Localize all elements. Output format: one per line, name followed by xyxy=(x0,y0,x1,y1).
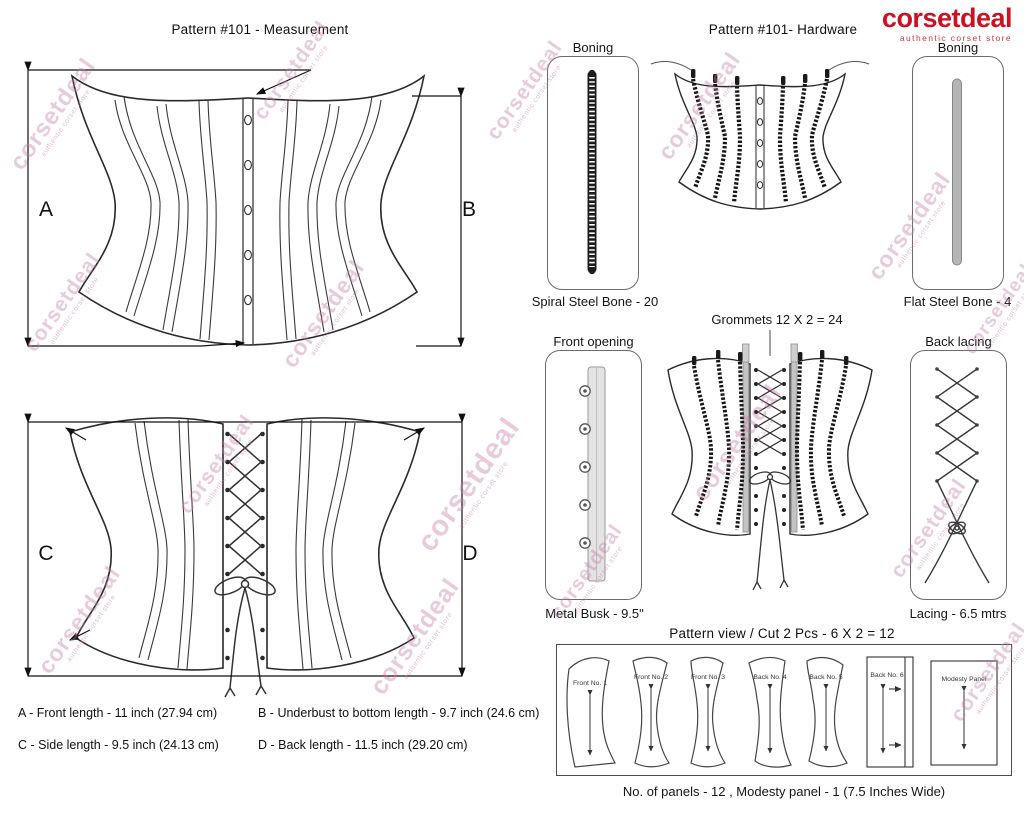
measurement-lines-ab xyxy=(24,61,465,348)
pattern-view-footer: No. of panels - 12 , Modesty panel - 1 (… xyxy=(622,784,946,799)
spiral-bone-caption: Spiral Steel Bone - 20 xyxy=(531,294,659,309)
hardware-title: Pattern #101- Hardware xyxy=(708,22,858,37)
back-lacing-label: Back lacing xyxy=(925,334,992,349)
piece-label: Modesty Panel xyxy=(942,676,987,683)
pattern-view-title: Pattern view / Cut 2 Pcs - 6 X 2 = 12 xyxy=(669,626,895,641)
back-lacing-box xyxy=(910,350,1007,600)
hw-flat-bones xyxy=(742,343,798,533)
busk-caption: Metal Busk - 9.5" xyxy=(545,606,644,621)
pattern-piece-back-5 xyxy=(806,656,848,768)
metal-busk-drawing xyxy=(579,366,606,582)
back-grommets xyxy=(225,431,265,661)
flat-bone-box xyxy=(912,56,1004,290)
boning-left-label: Boning xyxy=(572,40,614,55)
back-corset-outline xyxy=(69,417,421,671)
measure-label-a: A xyxy=(39,198,53,221)
note-underbust-length: B - Underbust to bottom length - 9.7 inc… xyxy=(258,706,540,720)
measure-label-b: B xyxy=(462,198,476,221)
hw-lacing xyxy=(748,369,792,591)
flat-bone-caption: Flat Steel Bone - 4 xyxy=(903,294,1012,309)
hw-grommets xyxy=(754,368,786,526)
piece-label: Front No. 1 xyxy=(573,680,607,687)
pattern-pieces-box: Front No. 1 Front No. 2 Front No. 3 Back… xyxy=(556,644,1012,776)
measure-label-c: C xyxy=(38,542,53,565)
panel-seams xyxy=(114,95,382,341)
back-view-measurement-diagram: C D xyxy=(24,413,478,698)
front-view-measurement-diagram: A B xyxy=(24,61,476,348)
boning-right-label: Boning xyxy=(937,40,979,55)
hardware-front-corset-diagram xyxy=(650,61,870,210)
note-back-length: D - Back length - 11.5 inch (29.20 cm) xyxy=(258,738,468,752)
brand-tagline: authentic corset store xyxy=(899,33,1012,43)
piece-label: Back No. 6 xyxy=(870,672,903,679)
pattern-piece-front-3 xyxy=(690,656,726,768)
hw-spiral-bones xyxy=(690,78,830,204)
piece-label: Front No. 2 xyxy=(634,674,668,681)
metal-busk-box xyxy=(545,350,642,600)
hw-bone-tips xyxy=(691,69,830,85)
measure-label-d: D xyxy=(462,542,477,565)
hw-front-outline xyxy=(673,72,847,210)
pattern-piece-back-4 xyxy=(748,656,792,768)
pattern-piece-front-1 xyxy=(566,657,616,768)
lacing-drawing xyxy=(924,367,990,584)
pattern-piece-back-6 xyxy=(866,656,914,768)
note-front-length: A - Front length - 11 inch (27.94 cm) xyxy=(18,706,218,720)
hardware-back-corset-diagram xyxy=(667,330,873,591)
piece-label: Back No. 5 xyxy=(809,674,842,681)
pattern-piece-modesty xyxy=(930,660,998,766)
lacing-caption: Lacing - 6.5 mtrs xyxy=(909,606,1007,621)
measurement-title: Pattern #101 - Measurement xyxy=(171,22,349,37)
note-side-length: C - Side length - 9.5 inch (24.13 cm) xyxy=(18,738,219,752)
measurement-lines-cd xyxy=(24,413,466,678)
spiral-steel-bone-drawing xyxy=(587,69,597,275)
busk-hooks xyxy=(244,114,252,306)
hw-back-spiral-bones xyxy=(692,359,848,531)
pattern-pieces-drawing: Front No. 1 Front No. 2 Front No. 3 Back… xyxy=(566,656,998,768)
back-panel-seams xyxy=(134,418,356,670)
hw-busk-hooks xyxy=(756,97,764,189)
brand-logo: corsetdeal authentic corset store xyxy=(881,3,1013,43)
hw-back-bone-tips xyxy=(692,350,849,365)
grommets-label: Grommets 12 X 2 = 24 xyxy=(711,312,843,327)
pattern-piece-front-2 xyxy=(632,656,670,768)
brand-name: corsetdeal xyxy=(881,3,1013,33)
piece-label: Front No. 3 xyxy=(691,674,725,681)
spiral-bone-box xyxy=(547,56,639,290)
piece-label: Back No. 4 xyxy=(753,674,786,681)
flat-steel-bone-drawing xyxy=(952,78,962,266)
hw-leader-lines xyxy=(650,61,870,71)
grain-arrows xyxy=(587,684,967,756)
lacing-grommets xyxy=(935,367,979,483)
front-opening-label: Front opening xyxy=(553,334,634,349)
